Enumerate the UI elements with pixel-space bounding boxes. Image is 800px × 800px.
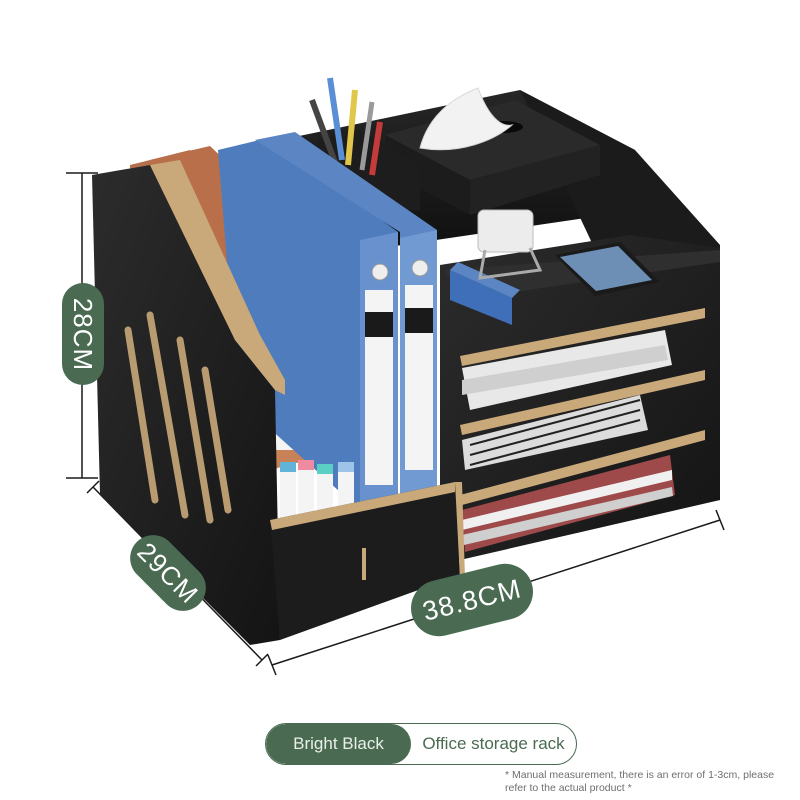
- product-tagline: Bright Black Office storage rack: [265, 723, 577, 765]
- height-dimension-label: 28CM: [62, 283, 104, 385]
- color-option-badge: Bright Black: [266, 724, 411, 764]
- desk-accessories: [450, 209, 660, 325]
- left-side-panel: [92, 160, 285, 645]
- width-value: 38.8CM: [419, 572, 525, 627]
- front-base: [270, 482, 465, 640]
- product-name: Office storage rack: [422, 734, 565, 753]
- tissue-compartment: [385, 87, 600, 215]
- measurement-note: * Manual measurement, there is an error …: [505, 769, 775, 794]
- height-value: 28CM: [68, 297, 99, 371]
